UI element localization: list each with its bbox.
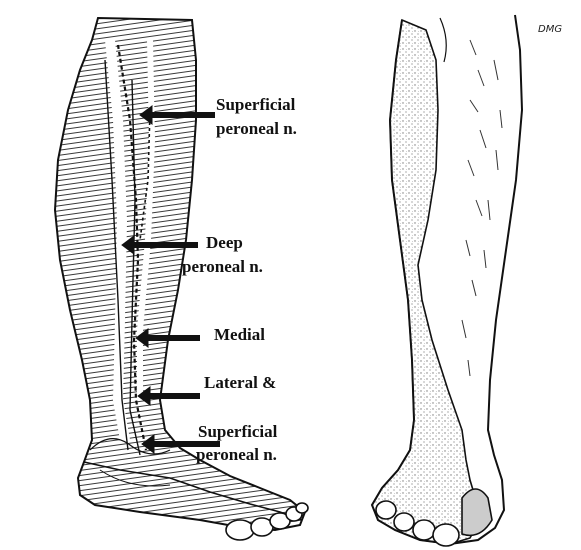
label-superficial-peroneal-1: Superficial <box>216 95 296 114</box>
label-superficial-peroneal-1b: peroneal n. <box>216 119 297 138</box>
label-deep: Deep <box>206 233 243 252</box>
artist-signature: DMG <box>538 24 562 35</box>
label-medial: Medial <box>214 325 265 344</box>
label-superficial-peroneal-2b: peroneal n. <box>196 445 277 464</box>
label-superficial-peroneal-2: Superficial <box>198 422 278 441</box>
label-deep-peroneal: peroneal n. <box>182 257 263 276</box>
label-lateral: Lateral & <box>204 373 276 392</box>
right-leg-drawing <box>372 15 522 546</box>
labels: Superficial peroneal n. Deep peroneal n.… <box>182 95 297 464</box>
arrow-lateral <box>138 387 200 405</box>
